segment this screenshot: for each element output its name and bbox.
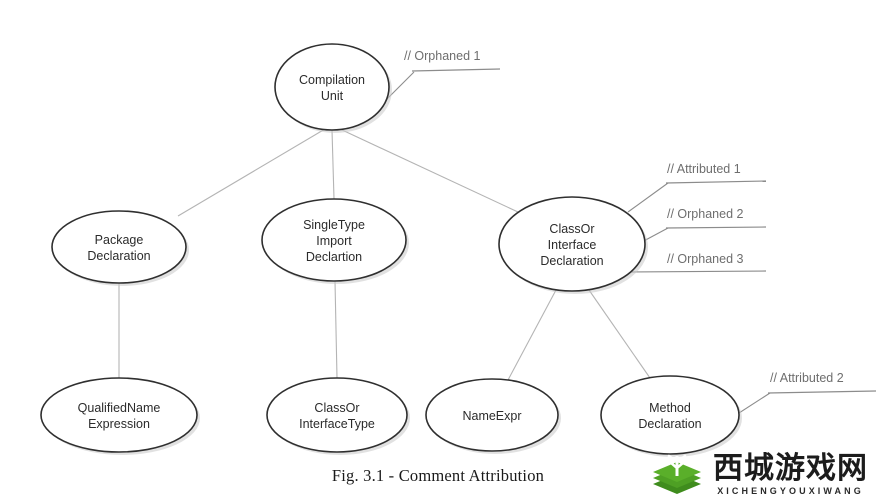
figure-caption: Fig. 3.1 - Comment Attribution bbox=[331, 466, 545, 485]
node-ellipse bbox=[274, 43, 390, 131]
edge-group bbox=[118, 128, 651, 381]
node-name-expr[interactable]: NameExpr bbox=[425, 378, 561, 454]
node-label-line: Interface bbox=[548, 238, 597, 252]
node-label-line: Method bbox=[649, 401, 691, 415]
node-compilation-unit[interactable]: Compilation Unit bbox=[274, 43, 392, 133]
node-label-line: NameExpr bbox=[462, 409, 521, 423]
edge-classor-method bbox=[588, 289, 651, 379]
node-label-line: Declaration bbox=[638, 417, 701, 431]
comment-attributed-1: // Attributed 1 bbox=[667, 162, 741, 176]
node-label-line: Expression bbox=[88, 417, 150, 431]
node-label-line: Unit bbox=[321, 89, 344, 103]
node-label-line: ClassOr bbox=[314, 401, 359, 415]
watermark-text-block: 西城游戏网 XICHENGYOUXIWANG bbox=[713, 454, 868, 496]
node-ellipse bbox=[498, 196, 646, 292]
node-ellipse bbox=[261, 198, 407, 282]
node-classor-interfacetype[interactable]: ClassOr InterfaceType bbox=[266, 377, 410, 455]
node-label-line: Import bbox=[316, 234, 352, 248]
comment-orphaned-3: // Orphaned 3 bbox=[667, 252, 743, 266]
node-label-line: QualifiedName bbox=[78, 401, 161, 415]
edge-cu-package bbox=[177, 128, 326, 217]
node-label-line: InterfaceType bbox=[299, 417, 375, 431]
edge-cu-classor bbox=[339, 128, 519, 213]
node-ellipse bbox=[600, 375, 740, 455]
node-ellipse bbox=[425, 378, 559, 452]
node-label-line: Package bbox=[95, 233, 144, 247]
comment-orphaned-1: // Orphaned 1 bbox=[404, 49, 480, 63]
node-ellipse bbox=[40, 377, 198, 453]
underline-attributed-1 bbox=[665, 180, 767, 184]
node-group: Compilation Unit Package Declaration Sin… bbox=[40, 43, 742, 457]
node-label-line: Compilation bbox=[299, 73, 365, 87]
underline-orphaned-3 bbox=[629, 270, 767, 273]
edge-singletype-classortype bbox=[334, 280, 338, 379]
node-label-line: SingleType bbox=[303, 218, 365, 232]
node-label-line: Declaration bbox=[87, 249, 150, 263]
node-singletype-import-declartion[interactable]: SingleType Import Declartion bbox=[261, 198, 409, 284]
underline-orphaned-1 bbox=[411, 68, 501, 72]
node-label-line: ClassOr bbox=[549, 222, 594, 236]
node-package-declaration[interactable]: Package Declaration bbox=[51, 210, 189, 286]
underline-attributed-2 bbox=[767, 390, 876, 394]
node-classor-interface-declaration[interactable]: ClassOr Interface Declaration bbox=[498, 196, 648, 294]
edge-classor-nameexpr bbox=[507, 289, 557, 381]
watermark-pinyin: XICHENGYOUXIWANG bbox=[717, 486, 864, 496]
leader-attributed-1 bbox=[627, 182, 669, 213]
comment-attributed-2: // Attributed 2 bbox=[770, 371, 844, 385]
edge-cu-singletype bbox=[331, 129, 335, 200]
stacked-pages-logo-icon bbox=[653, 454, 701, 494]
underline-orphaned-2 bbox=[665, 226, 767, 229]
comment-label-group: // Orphaned 1 // Attributed 1 // Orphane… bbox=[404, 49, 844, 385]
comment-orphaned-2: // Orphaned 2 bbox=[667, 207, 743, 221]
node-ellipse bbox=[266, 377, 408, 453]
node-method-declaration[interactable]: Method Declaration bbox=[600, 375, 742, 457]
node-ellipse bbox=[51, 210, 187, 284]
watermark: 西城游戏网 XICHENGYOUXIWANG bbox=[649, 450, 868, 496]
watermark-chinese: 西城游戏网 bbox=[713, 451, 868, 486]
node-qualifiedname-expression[interactable]: QualifiedName Expression bbox=[40, 377, 200, 455]
node-label-line: Declaration bbox=[540, 254, 603, 268]
node-label-line: Declartion bbox=[306, 250, 362, 264]
